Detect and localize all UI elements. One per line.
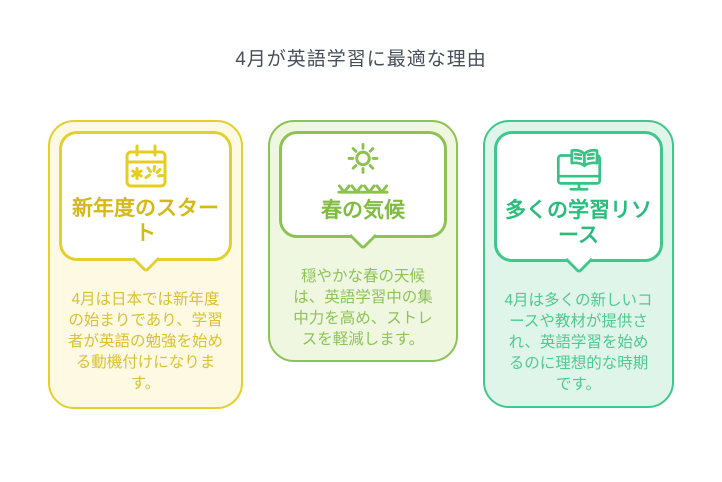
card-learning-resources: 多くの学習リソース 4月は多くの新しいコースや教材が提供され、英語学習を始めるの… — [483, 120, 674, 408]
card-description: 4月は多くの新しいコースや教材が提供され、英語学習を始めるのに理想的な時期です。 — [504, 292, 653, 393]
sun-over-grass-icon — [333, 142, 393, 196]
bubble-tail — [564, 245, 593, 275]
card-spring-climate: 春の気候 穏やかな春の天候は、英語学習中の集中力を高め、ストレスを軽減します。 — [268, 120, 458, 362]
monitor-book-icon — [550, 142, 608, 196]
card-title: 春の気候 — [321, 199, 405, 222]
page-title: 4月が英語学習に最適な理由 — [235, 49, 487, 70]
bubble-tail — [131, 244, 160, 274]
card-header-bubble: 春の気候 — [279, 131, 447, 251]
calendar-sparkle-icon — [120, 142, 172, 194]
card-title: 新年度のスタート — [72, 197, 219, 245]
card-header-bubble: 新年度のスタート — [59, 131, 232, 274]
card-header-bubble: 多くの学習リソース — [494, 131, 663, 275]
bubble-tail — [348, 221, 378, 251]
card-new-fiscal-year: 新年度のスタート 4月は日本では新年度の始まりであり、学習者が英語の勉強を始める… — [48, 120, 243, 409]
card-title: 多くの学習リソース — [505, 199, 652, 247]
card-description: 穏やかな春の天候は、英語学習中の集中力を高め、ストレスを軽減します。 — [293, 268, 433, 348]
card-description: 4月は日本では新年度の始まりであり、学習者が英語の勉強を始める動機付けになります… — [68, 291, 224, 392]
